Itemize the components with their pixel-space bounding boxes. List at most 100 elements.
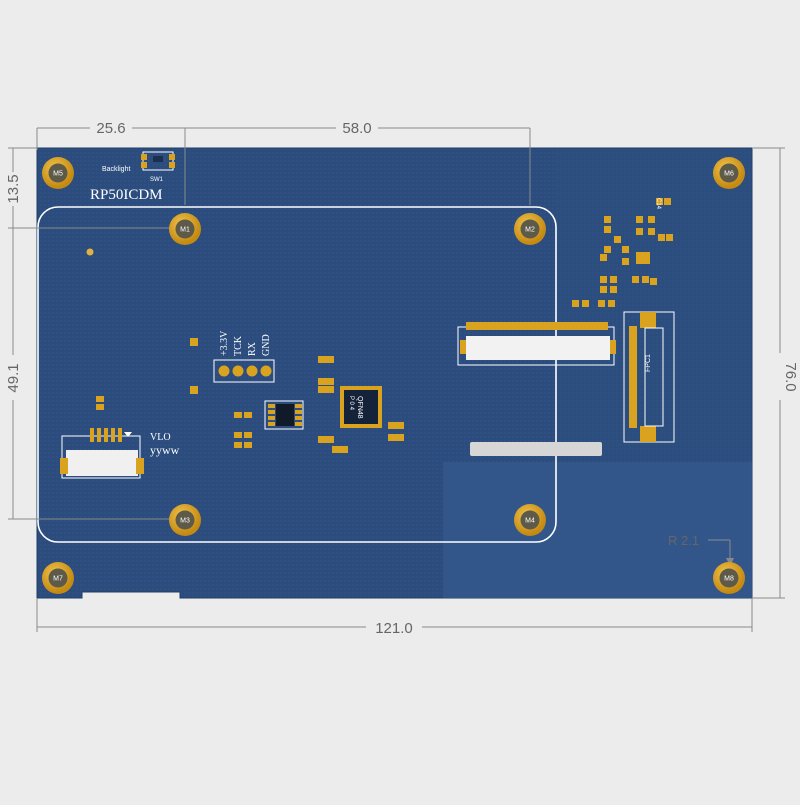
mounting-hole-m7: M7	[42, 562, 74, 594]
main-fpc-connector	[457, 322, 616, 366]
mounting-hole-label: M7	[53, 576, 63, 583]
passive-pad	[396, 422, 404, 429]
passive-pad	[600, 276, 607, 283]
qfn48-chip	[340, 386, 382, 428]
passive-pad	[614, 236, 621, 243]
dim-left-top: 13.5	[5, 174, 22, 203]
passive-pad	[658, 234, 665, 241]
passive-pad	[244, 432, 252, 438]
passive-pad	[332, 446, 340, 453]
passive-pad	[582, 300, 589, 307]
mounting-hole-label: M8	[724, 576, 734, 583]
passive-pad	[642, 276, 649, 283]
passive-pad	[318, 436, 326, 443]
passive-pad	[664, 198, 671, 205]
switch-ref-label: SW1	[150, 177, 164, 183]
debug-header	[213, 359, 275, 383]
passive-pad	[318, 386, 326, 393]
header-pin-label-1: +3.3V	[219, 330, 230, 356]
passive-pad	[190, 338, 198, 346]
board-model-label: RP50ICDM	[90, 187, 163, 203]
passive-pad	[388, 434, 396, 441]
mounting-hole-label: M4	[525, 518, 535, 525]
passive-pad	[234, 432, 242, 438]
passive-pad	[600, 254, 607, 261]
passive-pad	[604, 226, 611, 233]
passive-pad	[318, 356, 326, 363]
mounting-hole-m5: M5	[42, 157, 74, 189]
passive-pad	[610, 276, 617, 283]
display-outline	[37, 206, 557, 543]
passive-pad	[622, 258, 629, 265]
passive-pad	[234, 412, 242, 418]
passive-pad	[604, 216, 611, 223]
passive-pad	[388, 422, 396, 429]
dimension-lines	[8, 127, 785, 632]
passive-pad	[96, 396, 104, 402]
header-pin-label-3: RX	[247, 341, 258, 356]
passive-pad	[648, 228, 655, 235]
passive-pad	[234, 442, 242, 448]
passive-pad	[622, 246, 629, 253]
mounting-hole-m8: M8	[713, 562, 745, 594]
passive-components	[96, 198, 673, 453]
fpc1-label: FPC1	[645, 354, 652, 372]
passive-pad	[326, 436, 334, 443]
passive-pad	[96, 404, 104, 410]
mounting-hole-m2: M2	[514, 213, 546, 245]
passive-pad	[244, 442, 252, 448]
dim-right: 76.0	[782, 362, 799, 391]
passive-pad	[396, 434, 404, 441]
backlight-label: Backlight	[102, 166, 130, 173]
dim-left-main: 49.1	[5, 363, 22, 392]
passive-pad	[598, 300, 605, 307]
passive-pad	[340, 446, 348, 453]
passive-pad	[326, 356, 334, 363]
passive-pad	[572, 300, 579, 307]
passive-pad	[244, 412, 252, 418]
mounting-hole-label: M3	[180, 518, 190, 525]
ic-sub-label: P 0 4	[348, 396, 354, 411]
soic-chip	[264, 400, 304, 430]
backlight-switch	[141, 151, 175, 171]
connector-text-1: VLO	[150, 432, 171, 443]
passive-pad	[650, 278, 657, 285]
connector-text-2: yyww	[150, 443, 180, 457]
dim-top-right: 58.0	[342, 120, 371, 137]
passive-pad	[636, 228, 643, 235]
dimension-arrows	[726, 558, 734, 566]
header-pin-label-2: TCK	[233, 335, 244, 356]
passive-pad	[656, 198, 663, 205]
dim-bottom: 121.0	[375, 620, 413, 637]
fpc1-connector	[623, 311, 675, 443]
mounting-hole-m1: M1	[169, 213, 201, 245]
mounting-hole-m6: M6	[713, 157, 745, 189]
passive-pad	[632, 276, 639, 283]
passive-pad	[666, 234, 673, 241]
passive-pad	[326, 386, 334, 393]
passive-pad	[604, 246, 611, 253]
cap-label: C14	[655, 198, 661, 210]
side-connector	[60, 428, 144, 479]
board-slot	[470, 442, 602, 456]
mounting-hole-label: M5	[53, 171, 63, 178]
dim-corner-radius: R 2.1	[668, 533, 699, 548]
passive-pad	[648, 216, 655, 223]
mounting-hole-label: M2	[525, 227, 535, 234]
mounting-hole-label: M1	[180, 227, 190, 234]
passive-pad	[600, 286, 607, 293]
passive-pad	[636, 216, 643, 223]
passive-pad	[190, 386, 198, 394]
mounting-hole-m3: M3	[169, 504, 201, 536]
passive-pad	[636, 252, 650, 264]
mounting-hole-label: M6	[724, 171, 734, 178]
header-pin-label-4: GND	[261, 334, 272, 356]
passive-pad	[318, 378, 326, 385]
mounting-hole-m4: M4	[514, 504, 546, 536]
passive-pad	[610, 286, 617, 293]
pcb-lower-region	[443, 462, 752, 598]
passive-pad	[608, 300, 615, 307]
